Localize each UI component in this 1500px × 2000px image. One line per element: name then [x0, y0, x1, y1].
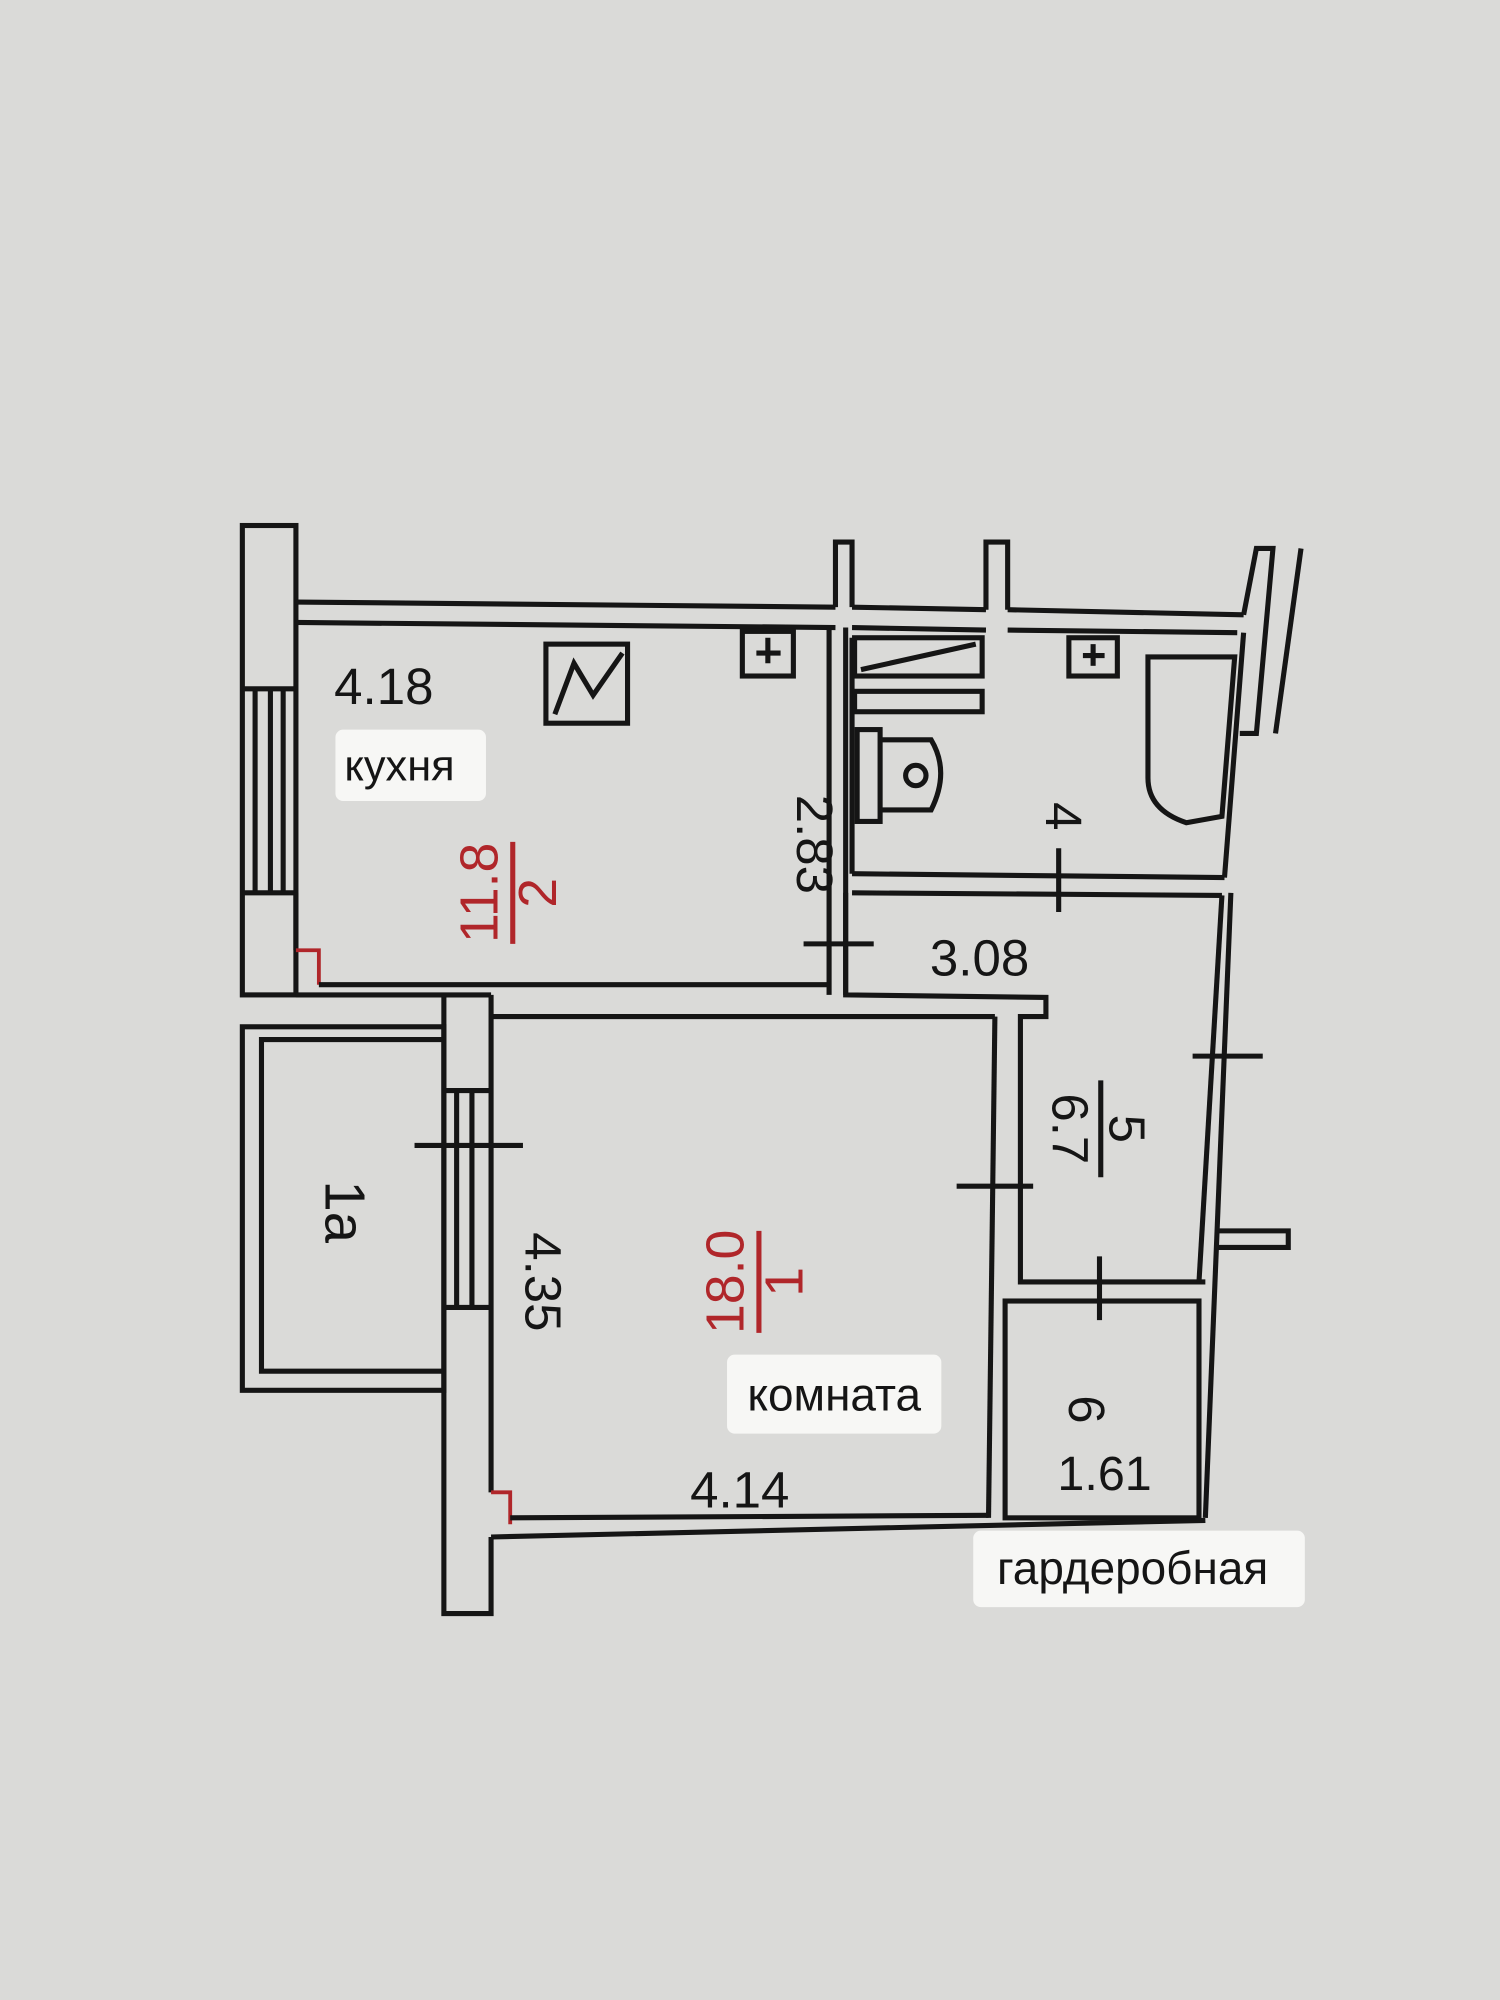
kitchen-number: 2	[509, 878, 568, 908]
kitchen-label: кухня	[344, 743, 454, 791]
wardrobe-label: гардеробная	[997, 1542, 1268, 1594]
wardrobe-area: 1.61	[1057, 1447, 1151, 1501]
walls	[239, 522, 1304, 1617]
wardrobe-tag-bg	[973, 1530, 1305, 1608]
wardrobe-number: 6	[1058, 1395, 1115, 1423]
hall-number: 5	[1099, 1115, 1156, 1143]
living-tag-bg	[727, 1354, 942, 1434]
kitchen-width-dim: 4.18	[334, 658, 433, 715]
hall-dim: 3.08	[930, 930, 1029, 987]
living-label: комната	[747, 1369, 921, 1421]
kitchen-depth-dim: 2.83	[786, 795, 843, 894]
living-width-dim: 4.14	[690, 1462, 789, 1519]
living-depth-dim: 4.35	[515, 1232, 572, 1331]
kitchen-tag-bg	[335, 729, 486, 802]
living-area: 18.0	[697, 1230, 756, 1334]
kitchen-area: 11.8	[450, 843, 509, 943]
balcony-number: 1а	[313, 1181, 376, 1244]
living-number: 1	[755, 1267, 814, 1297]
bathroom-number: 4	[1035, 802, 1092, 830]
hall-area: 6.7	[1041, 1093, 1098, 1164]
